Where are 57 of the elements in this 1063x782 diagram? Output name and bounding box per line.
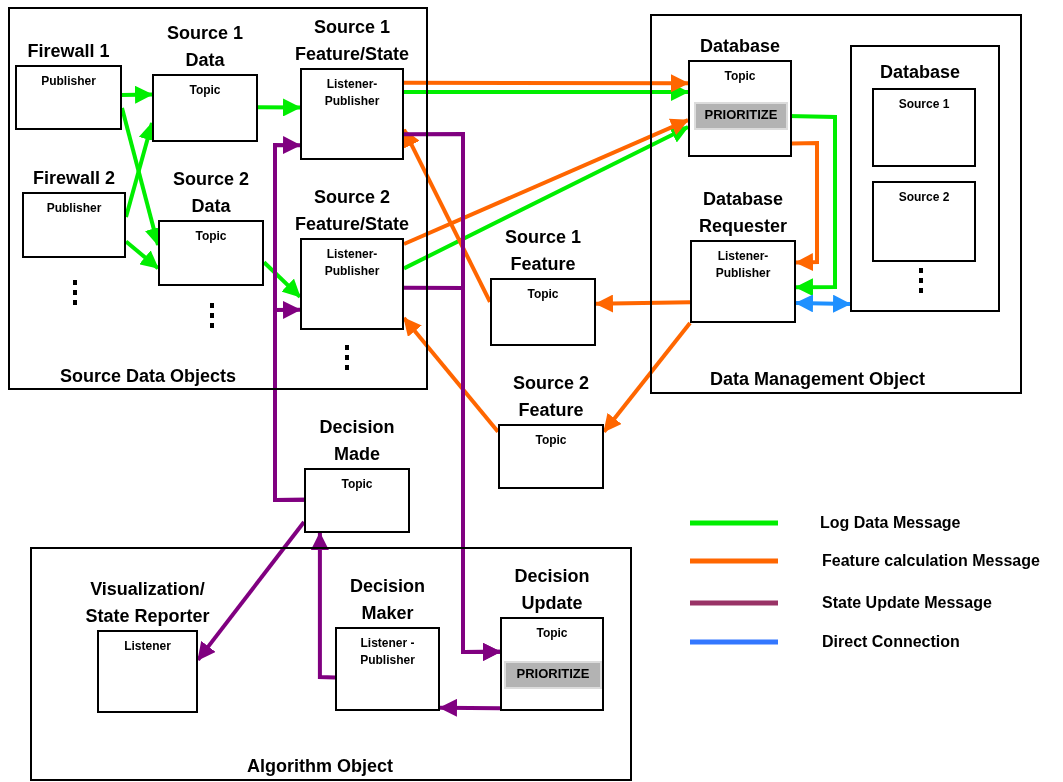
node-text: Listener- Publisher — [323, 76, 381, 110]
node-text: Source 2 — [897, 189, 951, 206]
node-title: Source 2 Feature/State — [293, 186, 410, 236]
node-title: Visualization/ State Reporter — [84, 578, 211, 628]
priority-bar: PRIORITIZE — [504, 661, 602, 689]
node-title: Decision Made — [318, 416, 396, 466]
node-text: Publisher — [45, 200, 103, 217]
node-title: Database Requester — [698, 188, 788, 238]
node-text: Listener- Publisher — [714, 248, 772, 282]
node-title: Source 2 Data — [171, 168, 250, 218]
legend-label: Log Data Message — [820, 513, 961, 533]
node-text: Publisher — [40, 73, 97, 90]
group-frame — [850, 45, 1000, 312]
node-text: Topic — [526, 286, 560, 303]
node-text: Topic — [188, 82, 222, 99]
arrow — [602, 321, 692, 434]
arrow — [595, 294, 691, 313]
arrow — [121, 85, 153, 104]
arrow — [439, 698, 501, 717]
node-text: Topic — [723, 68, 757, 85]
node-title: Source 1 Feature/State — [293, 16, 410, 66]
node-title: Decision Maker — [349, 575, 426, 625]
group-frame — [30, 547, 632, 781]
node-title: Source 1 Feature — [503, 226, 582, 276]
arrow — [791, 140, 819, 272]
node-title: Decision Update — [513, 565, 591, 615]
node-text: Topic — [535, 625, 569, 642]
arrow — [273, 300, 304, 502]
legend-label: Feature calculation Message — [822, 551, 1040, 571]
node-text: Listener- Publisher — [323, 246, 381, 280]
node-text: Topic — [194, 228, 228, 245]
node-text: Listener — [123, 638, 172, 655]
node-text: Topic — [534, 432, 568, 449]
node-title: Source 2 Feature — [511, 372, 590, 422]
arrow — [404, 74, 689, 93]
priority-bar: PRIORITIZE — [694, 102, 788, 130]
node-title: Firewall 2 — [31, 167, 116, 190]
legend-label: State Update Message — [822, 593, 992, 613]
node-title: Firewall 1 — [26, 40, 111, 63]
node-text: Topic — [340, 476, 374, 493]
arrow — [404, 285, 501, 661]
group-frame — [650, 14, 1022, 394]
arrow — [403, 118, 689, 246]
group-frame — [8, 7, 428, 390]
node-title: Source 1 Data — [165, 22, 244, 72]
arrow — [258, 98, 301, 117]
arrow — [795, 294, 851, 313]
node-text: Source 1 — [897, 96, 951, 113]
legend-label: Direct Connection — [822, 632, 960, 652]
group-label: Database — [880, 61, 961, 83]
group-label: Data Management Object — [710, 368, 926, 390]
arrow — [310, 532, 336, 680]
group-label: Source Data Objects — [60, 365, 237, 387]
arrow — [403, 125, 689, 271]
node-text: Listener - Publisher — [359, 635, 416, 669]
node-title: Database — [698, 35, 781, 58]
group-label: Algorithm Object — [247, 755, 393, 777]
